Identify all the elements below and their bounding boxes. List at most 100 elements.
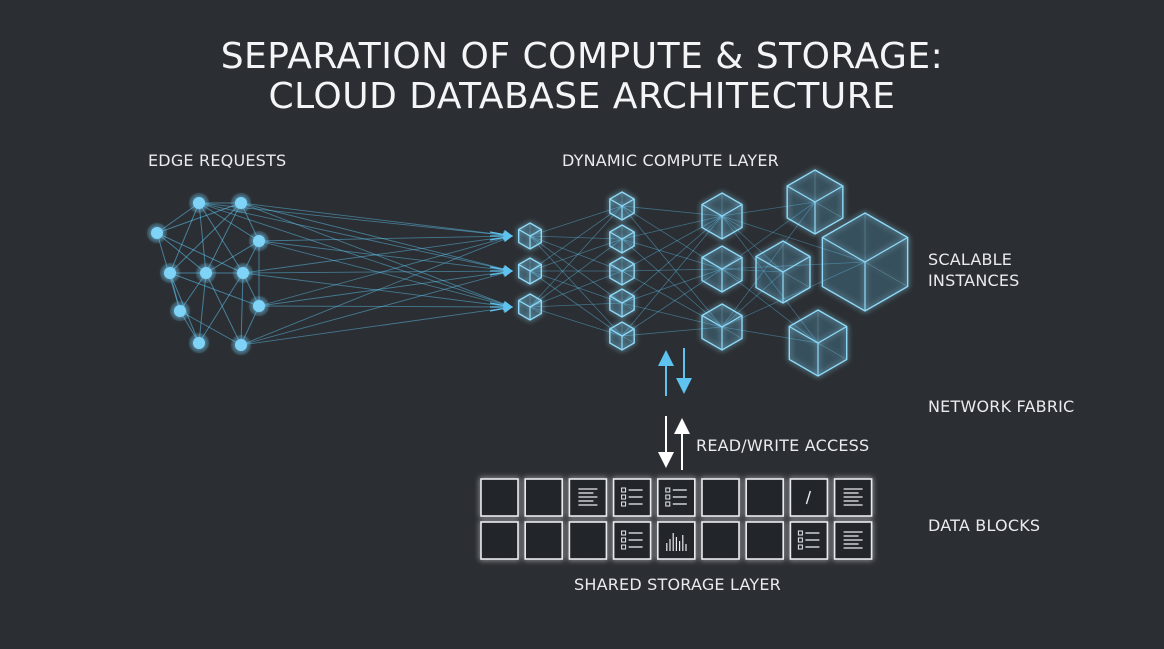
edge-mesh-line <box>156 202 200 234</box>
compute-link <box>529 235 623 304</box>
compute-link <box>621 215 723 304</box>
request-arrow <box>489 303 514 314</box>
compute-cube-small <box>517 257 543 285</box>
title-line-1: SEPARATION OF COMPUTE & STORAGE: <box>220 36 944 77</box>
data-block-slash <box>789 478 829 517</box>
edge-mesh-line <box>240 305 260 346</box>
data-block-list <box>656 478 696 517</box>
compute-link <box>529 306 623 337</box>
compute-cube-small <box>517 293 543 321</box>
request-line <box>242 270 513 274</box>
request-node <box>235 339 247 351</box>
request-line <box>198 202 513 237</box>
read-write-access-label: READ/WRITE ACCESS <box>696 436 870 455</box>
request-line <box>258 270 513 307</box>
block-list-bullet <box>665 487 671 493</box>
request-line <box>258 240 513 272</box>
compute-cube-large <box>755 240 811 304</box>
cube-inner-line <box>787 185 843 219</box>
cube-inner-line <box>701 315 743 339</box>
edge-mesh-line <box>156 202 242 234</box>
compute-cube-large <box>786 169 844 235</box>
request-line <box>242 235 513 274</box>
compute-cube-small <box>609 256 635 286</box>
compute-link <box>529 235 623 272</box>
request-line <box>258 235 513 307</box>
request-node <box>235 197 247 209</box>
block-list-bullet <box>665 501 671 507</box>
compute-link <box>529 205 623 308</box>
block-list-bullet <box>621 487 627 493</box>
request-line <box>198 202 513 272</box>
edge-mesh-line <box>179 272 207 312</box>
cube-inner-line <box>518 300 542 314</box>
cube-inner-line <box>789 326 847 360</box>
request-line <box>240 270 513 346</box>
request-arrow <box>489 267 514 278</box>
request-line <box>258 240 513 308</box>
request-node <box>151 227 163 239</box>
compute-cube-small <box>609 191 635 221</box>
edge-mesh-line <box>240 202 260 242</box>
cube-inner-line <box>609 198 635 214</box>
cube-inner-line <box>609 328 635 344</box>
edge-mesh-line <box>179 310 242 346</box>
compute-link <box>529 205 623 237</box>
request-node <box>193 197 205 209</box>
edge-mesh-line <box>198 202 244 274</box>
data-block-bars <box>656 521 696 560</box>
data-blocks-label: DATA BLOCKS <box>928 516 1041 535</box>
edge-mesh-line <box>156 232 244 274</box>
data-block-empty <box>745 478 785 517</box>
cube-inner-line <box>755 256 811 288</box>
block-list-bullet <box>621 494 627 500</box>
data-block-list <box>789 521 829 560</box>
request-arrow <box>489 232 514 243</box>
data-block-frame <box>789 521 829 560</box>
data-block-frame <box>745 478 785 517</box>
request-line <box>240 202 513 237</box>
cube-inner-line <box>701 257 743 281</box>
compute-link <box>621 205 723 328</box>
scalable-instances-label-2: INSTANCES <box>928 271 1020 290</box>
compute-cube-medium <box>701 245 743 293</box>
data-block-empty <box>701 521 740 560</box>
edge-mesh-line <box>198 272 244 344</box>
edge-mesh-line <box>169 202 242 274</box>
edge-mesh-line <box>179 310 200 344</box>
data-block-list <box>612 478 652 517</box>
request-line <box>240 202 513 272</box>
compute-link <box>529 235 623 337</box>
block-list-bullet <box>797 530 803 536</box>
compute-link <box>621 238 723 328</box>
data-block-frame <box>480 478 519 517</box>
title-line-2: CLOUD DATABASE ARCHITECTURE <box>268 76 896 117</box>
network-fabric-label: NETWORK FABRIC <box>928 397 1075 416</box>
cube-inner-line <box>518 264 542 278</box>
request-node <box>237 267 249 279</box>
cube-inner-line <box>701 204 743 228</box>
data-block-empty <box>480 478 519 517</box>
data-block-empty <box>568 521 608 560</box>
request-node <box>253 235 265 247</box>
data-block-text-lines <box>568 478 608 517</box>
data-block-frame <box>480 521 519 560</box>
data-block-empty <box>480 521 519 560</box>
data-block-frame <box>524 478 564 517</box>
data-block-empty <box>701 478 740 517</box>
data-block-frame <box>745 521 785 560</box>
request-line <box>240 306 513 346</box>
data-block-text-lines <box>833 521 873 560</box>
cube-inner-line <box>822 237 908 287</box>
edge-mesh-line <box>242 272 260 307</box>
block-list-bullet <box>621 544 627 550</box>
compute-cube-xlarge <box>821 212 909 312</box>
compute-link <box>621 215 723 337</box>
block-list-bullet <box>665 494 671 500</box>
compute-link <box>529 270 623 304</box>
compute-layer-label: DYNAMIC COMPUTE LAYER <box>562 151 779 170</box>
block-list-bullet <box>621 530 627 536</box>
edge-requests-label: EDGE REQUESTS <box>148 151 287 170</box>
data-block-empty <box>524 478 564 517</box>
